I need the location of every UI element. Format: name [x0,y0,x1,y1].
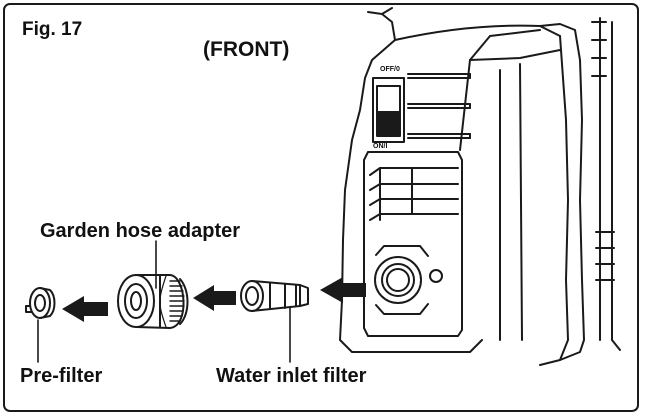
switch-on-label: ON/I [373,143,388,150]
water-inlet-filter-label: Water inlet filter [216,365,367,387]
switch-off-label: OFF/0 [380,66,400,73]
garden-hose-adapter-part [117,274,189,329]
pre-filter-part [25,287,56,319]
removal-arrow-icon [62,277,366,322]
callout-leaders [37,240,291,363]
panel-vents [369,167,459,221]
water-inlet-port [374,245,443,315]
garden-hose-adapter-label: Garden hose adapter [40,220,241,242]
water-inlet-filter-part [240,280,309,312]
figure-number: Fig. 17 [22,19,83,40]
pressure-washer-body [339,7,621,366]
pre-filter-label: Pre-filter [20,365,103,387]
view-label: (FRONT) [203,38,290,61]
power-switch [372,73,471,143]
figure-border [3,3,639,412]
